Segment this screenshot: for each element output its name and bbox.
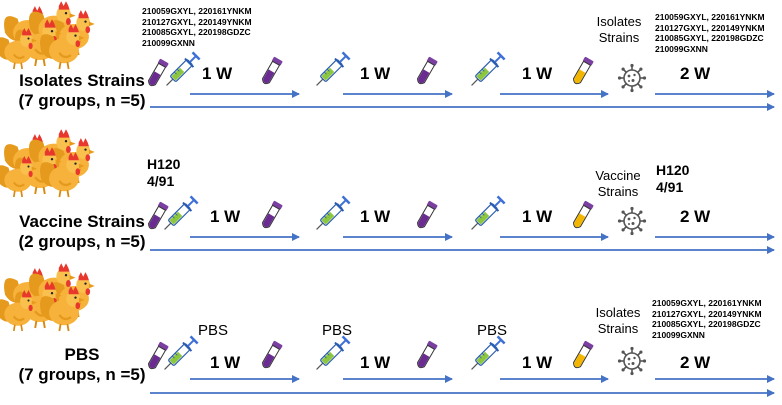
pbs-label: PBS bbox=[322, 322, 353, 339]
syringe-icon bbox=[466, 334, 507, 375]
interval-label: 1 W bbox=[360, 353, 391, 372]
interval-label: 1 W bbox=[210, 207, 241, 226]
syringe-icon bbox=[466, 50, 507, 91]
strain-item: 210059GXYL, 220161YNKM bbox=[652, 298, 762, 308]
sample-tube-icon bbox=[259, 56, 284, 87]
sample-tube-icon bbox=[414, 200, 439, 231]
challenge-label-line2: Strains bbox=[597, 321, 639, 336]
chicken-flock-icon bbox=[0, 263, 95, 331]
interval-label: 1 W bbox=[360, 207, 391, 226]
strain-item: 210085GXYL, 220198GDZC bbox=[142, 27, 251, 37]
strain-item: 210085GXYL, 220198GDZC bbox=[652, 319, 761, 329]
strain-item: 4/91 bbox=[656, 179, 684, 195]
syringe-icon bbox=[311, 50, 352, 91]
syringe-icon bbox=[161, 50, 202, 91]
interval-label: 1 W bbox=[202, 64, 233, 83]
sample-tube-icon bbox=[414, 56, 439, 87]
strain-item: 210059GXYL, 220161YNKM bbox=[142, 6, 252, 16]
challenge-label: Isolates Strains bbox=[585, 305, 651, 337]
group-1-graphics bbox=[0, 1, 775, 111]
strain-item: H120 bbox=[656, 162, 690, 178]
challenge-label-line2: Strains bbox=[598, 30, 640, 45]
sample-tube-icon bbox=[259, 340, 284, 371]
strain-item: 210099GXNN bbox=[652, 329, 705, 340]
interval-label: 1 W bbox=[522, 207, 553, 226]
syringe-icon bbox=[466, 194, 507, 235]
strain-item: 210099GXNN bbox=[655, 43, 708, 54]
group-label-count: (2 groups, n =5) bbox=[18, 232, 146, 251]
virus-icon bbox=[617, 206, 647, 236]
syringe-icon bbox=[311, 194, 352, 235]
strain-list-right: H120 4/91 bbox=[656, 162, 689, 196]
group-label: Vaccine Strains (2 groups, n =5) bbox=[2, 212, 162, 252]
strain-item: 4/91 bbox=[147, 173, 175, 189]
sample-tube-icon bbox=[570, 56, 595, 87]
group-label-count: (7 groups, n =5) bbox=[18, 365, 146, 384]
interval-label: 1 W bbox=[210, 353, 241, 372]
strain-item: 210127GXYL, 220149YNKM bbox=[142, 16, 252, 27]
interval-label: 2 W bbox=[680, 353, 711, 372]
interval-label: 1 W bbox=[522, 64, 553, 83]
group-label-title: PBS bbox=[64, 345, 100, 364]
strain-item: 210059GXYL, 220161YNKM bbox=[655, 12, 765, 22]
strain-item: 210085GXYL, 220198GDZC bbox=[655, 33, 764, 43]
group-2-graphics bbox=[0, 129, 775, 254]
challenge-label: Vaccine Strains bbox=[585, 168, 651, 200]
virus-icon bbox=[617, 63, 647, 93]
strain-list-right: 210059GXYL, 220161YNKM 210127GXYL, 22014… bbox=[652, 298, 762, 340]
sample-tube-icon bbox=[414, 340, 439, 371]
chicken-flock-icon bbox=[0, 129, 95, 197]
strain-list-left: 210059GXYL, 220161YNKM 210127GXYL, 22014… bbox=[142, 6, 252, 48]
syringe-icon bbox=[159, 194, 200, 235]
interval-label: 1 W bbox=[522, 353, 553, 372]
challenge-label-line1: Isolates bbox=[595, 305, 641, 320]
strain-item: 210127GXYL, 220149YNKM bbox=[652, 308, 762, 319]
strain-item: 210127GXYL, 220149YNKM bbox=[655, 22, 765, 33]
strain-item: 210099GXNN bbox=[142, 37, 195, 48]
group-label-count: (7 groups, n =5) bbox=[18, 91, 146, 110]
challenge-label-line2: Strains bbox=[597, 184, 639, 199]
pbs-label: PBS bbox=[477, 322, 508, 339]
interval-label: 2 W bbox=[680, 207, 711, 226]
interval-label: 2 W bbox=[680, 64, 711, 83]
chicken-flock-icon bbox=[0, 1, 95, 69]
interval-label: 1 W bbox=[360, 64, 391, 83]
group-label: PBS (7 groups, n =5) bbox=[2, 345, 162, 385]
group-label: Isolates Strains (7 groups, n =5) bbox=[2, 71, 162, 111]
virus-icon bbox=[617, 346, 647, 376]
group-label-title: Isolates Strains bbox=[19, 71, 145, 90]
group-3-graphics bbox=[0, 263, 775, 397]
pbs-label: PBS bbox=[198, 322, 229, 339]
sample-tube-icon bbox=[570, 340, 595, 371]
strain-list-left: H120 4/91 bbox=[147, 156, 180, 190]
syringe-icon bbox=[159, 334, 200, 375]
group-label-title: Vaccine Strains bbox=[19, 212, 145, 231]
challenge-label: Isolates Strains bbox=[586, 14, 652, 46]
challenge-label-line1: Isolates bbox=[596, 14, 642, 29]
strain-list-right: 210059GXYL, 220161YNKM 210127GXYL, 22014… bbox=[655, 12, 765, 54]
syringe-icon bbox=[311, 334, 352, 375]
sample-tube-icon bbox=[259, 200, 284, 231]
strain-item: H120 bbox=[147, 156, 181, 172]
sample-tube-icon bbox=[570, 200, 595, 231]
challenge-label-line1: Vaccine bbox=[595, 168, 641, 183]
